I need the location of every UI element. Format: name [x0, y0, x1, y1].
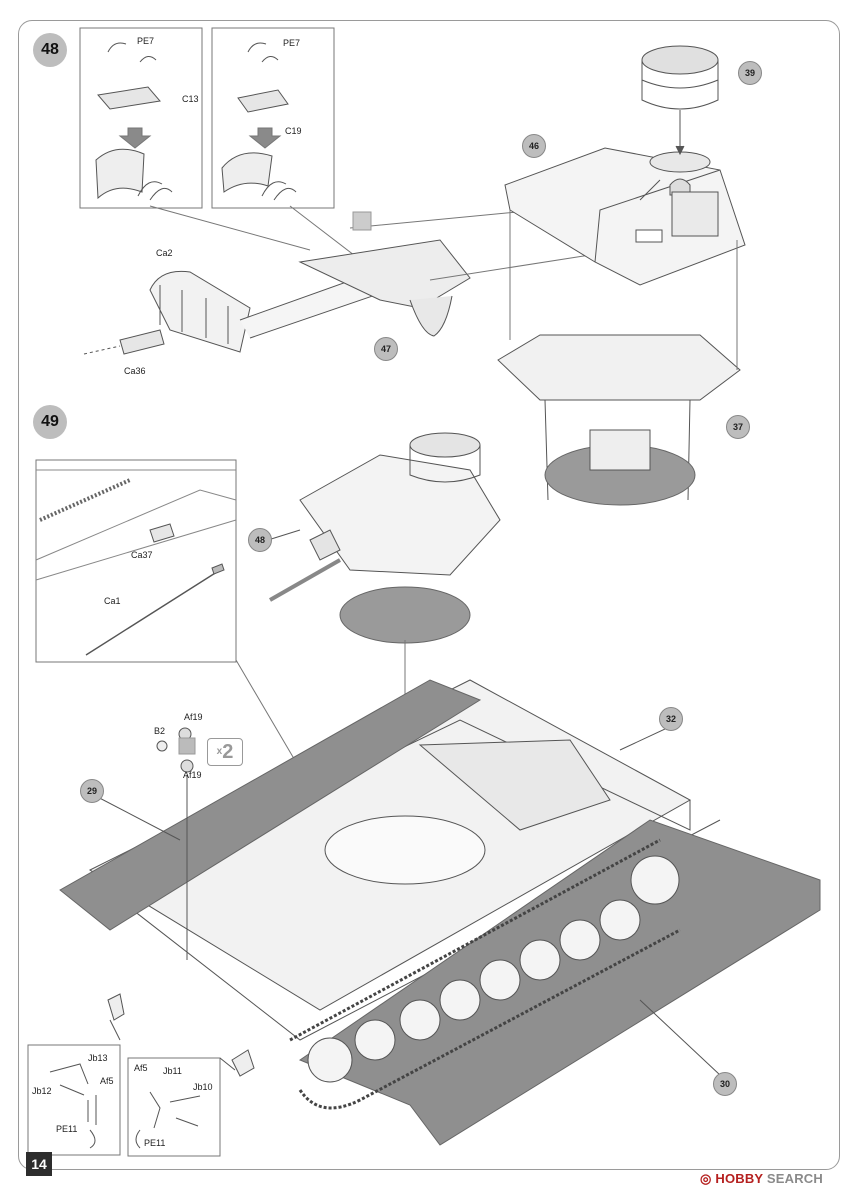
part-label-jb11: Jb11: [163, 1066, 182, 1076]
part-label-af5-left: Af5: [100, 1076, 114, 1086]
part-label-ca37: Ca37: [131, 550, 153, 560]
part-label-pe11-left: PE11: [56, 1124, 78, 1134]
step49-inset-right: [127, 1057, 221, 1157]
callout-46: 46: [522, 134, 546, 158]
quantity-badge: x2: [207, 738, 243, 766]
part-label-ca36: Ca36: [124, 366, 146, 376]
callout-37: 37: [726, 415, 750, 439]
part-label-c19: C19: [285, 126, 302, 136]
part-label-ca2: Ca2: [156, 248, 173, 258]
step-number-48: 48: [33, 33, 67, 67]
part-label-pe7-right: PE7: [283, 38, 301, 48]
part-label-c13: C13: [182, 94, 199, 104]
part-label-jb12: Jb12: [32, 1086, 52, 1096]
callout-47: 47: [374, 337, 398, 361]
step49-hull-detail: [35, 459, 237, 663]
part-label-af19-top: Af19: [184, 712, 203, 722]
part-label-b2: B2: [154, 726, 166, 736]
part-label-jb13: Jb13: [88, 1053, 108, 1063]
page-frame: [18, 20, 840, 1170]
watermark: ◎ HOBBY SEARCH: [700, 1171, 823, 1186]
part-label-jb10: Jb10: [193, 1082, 213, 1092]
part-label-pe7-left: PE7: [137, 36, 155, 46]
step-number-49: 49: [33, 405, 67, 439]
step49-inset-left: [27, 1044, 121, 1156]
callout-30: 30: [713, 1072, 737, 1096]
part-label-af19-bottom: Af19: [183, 770, 202, 780]
callout-48: 48: [248, 528, 272, 552]
callout-29: 29: [80, 779, 104, 803]
part-label-ca1: Ca1: [104, 596, 121, 606]
part-label-af5-right: Af5: [134, 1063, 148, 1073]
callout-32: 32: [659, 707, 683, 731]
callout-39: 39: [738, 61, 762, 85]
page-number: 14: [26, 1152, 52, 1176]
part-label-pe11-right: PE11: [144, 1138, 166, 1148]
